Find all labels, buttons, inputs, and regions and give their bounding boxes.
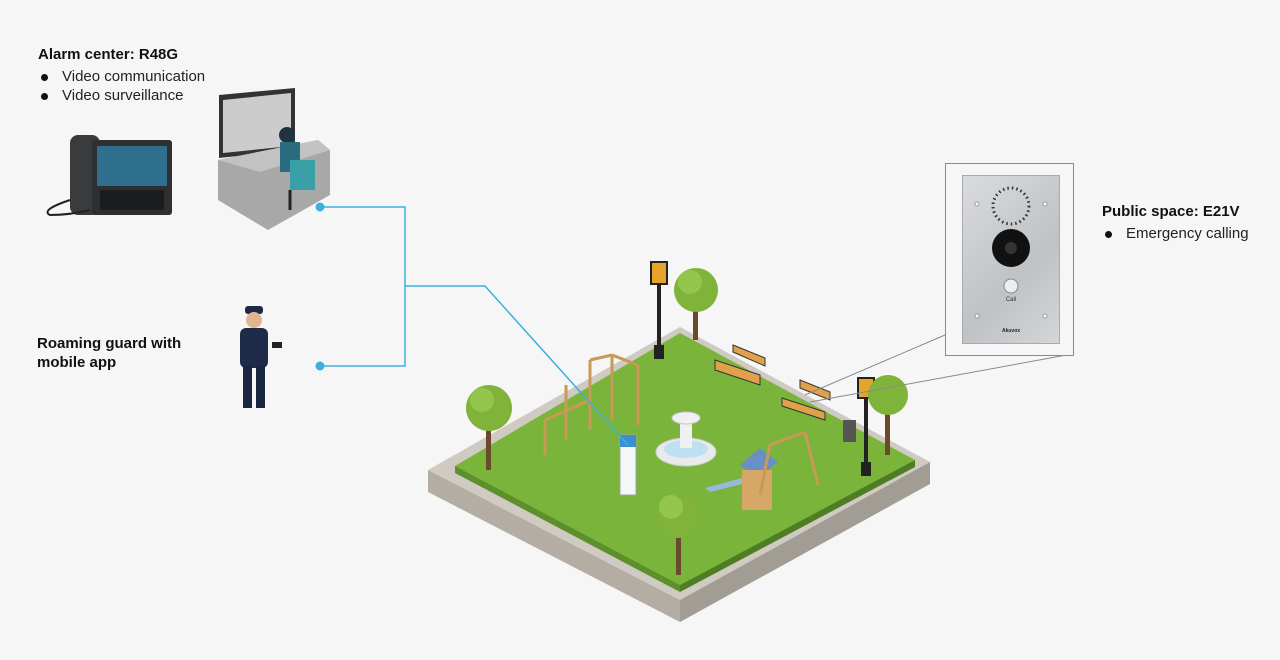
public-space-label: Public space: E21V Emergency calling bbox=[1102, 202, 1249, 243]
e21v-device-callout: Call Akuvox bbox=[945, 163, 1074, 356]
security-guard-icon bbox=[240, 306, 282, 408]
feature-item: Video surveillance bbox=[38, 86, 205, 105]
roaming-guard-title-line2: mobile app bbox=[37, 354, 117, 371]
roaming-guard-label: Roaming guard with mobile app bbox=[37, 334, 181, 372]
r48g-phone-icon bbox=[46, 135, 172, 217]
roaming-guard-title-line1: Roaming guard with bbox=[37, 335, 182, 352]
feature-item: Emergency calling bbox=[1102, 224, 1249, 243]
tree-icon bbox=[466, 385, 512, 470]
call-button-label: Call bbox=[1005, 297, 1017, 303]
tree-icon bbox=[868, 375, 908, 455]
e21v-pillar-icon bbox=[619, 434, 637, 496]
speaker-camera-icon bbox=[974, 186, 1048, 319]
monitoring-desk-icon bbox=[218, 88, 330, 230]
alarm-center-title: Alarm center: R48G bbox=[38, 46, 179, 63]
tree-icon bbox=[674, 268, 718, 340]
public-space-title: Public space: E21V bbox=[1102, 203, 1240, 220]
brand-logo: Akuvox bbox=[1001, 328, 1021, 334]
tree-icon bbox=[655, 492, 701, 575]
connector-lines bbox=[315, 202, 1073, 446]
e21v-panel-icon: Call Akuvox bbox=[962, 175, 1060, 344]
alarm-center-label: Alarm center: R48G Video communication V… bbox=[38, 45, 205, 105]
feature-item: Video communication bbox=[38, 67, 205, 86]
park-illustration bbox=[428, 261, 930, 622]
